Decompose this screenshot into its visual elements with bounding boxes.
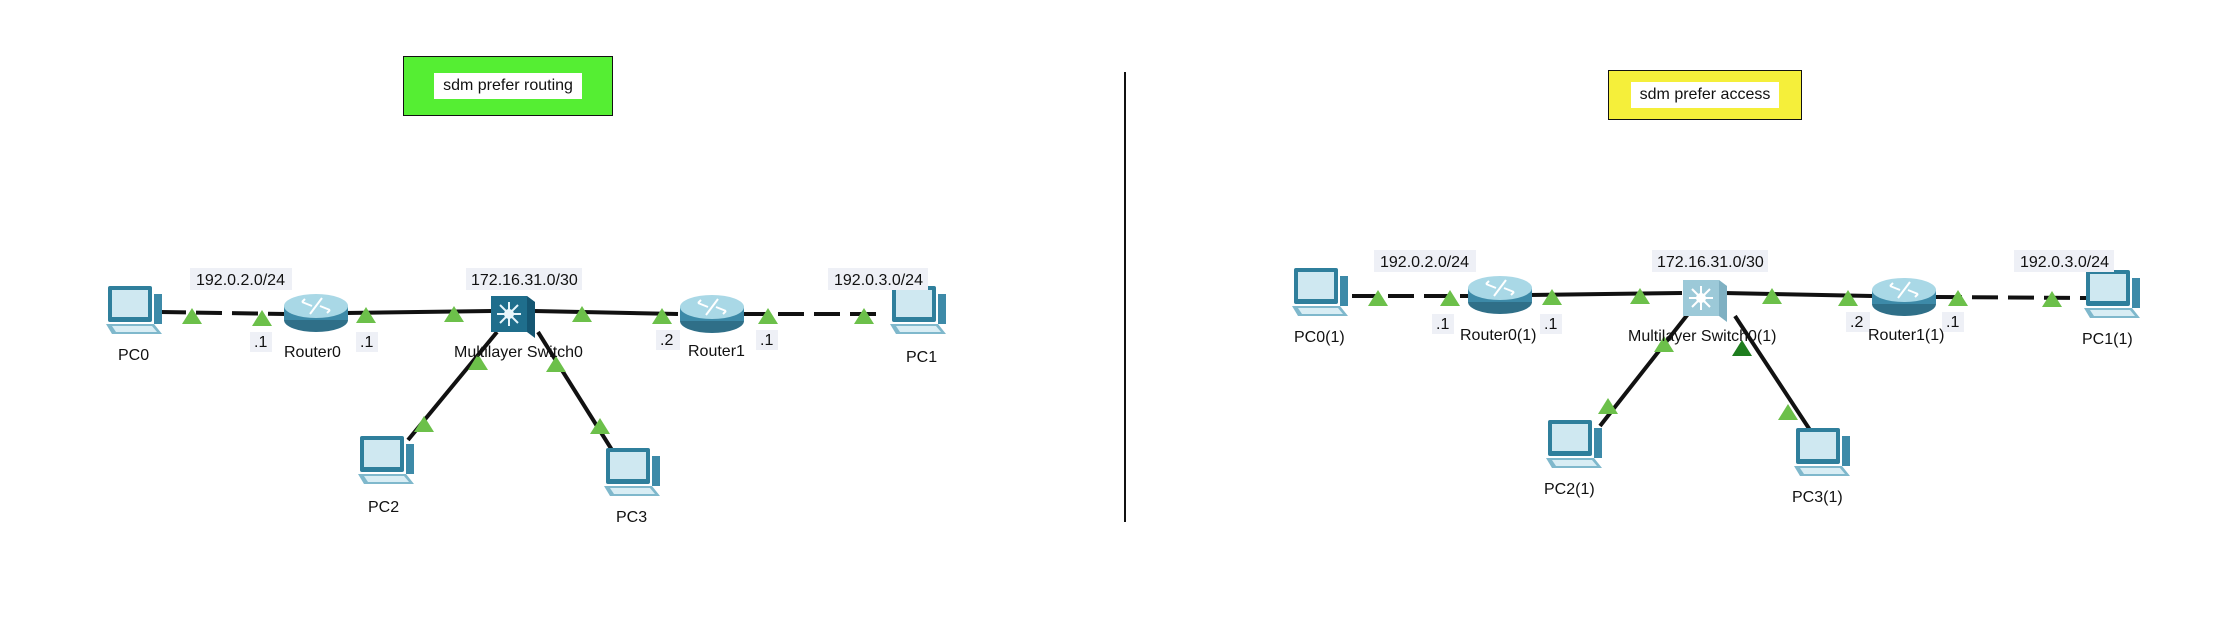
multilayer-switch-icon[interactable] <box>1682 279 1728 323</box>
pc-icon[interactable] <box>2084 270 2140 318</box>
interface-label: .1 <box>760 332 773 349</box>
link-up-indicator <box>444 306 464 322</box>
interface-label: .1 <box>254 334 267 351</box>
access-title-box: sdm prefer access <box>1608 70 1802 120</box>
router-icon[interactable] <box>283 293 349 333</box>
routing-title: sdm prefer routing <box>434 73 582 99</box>
interface-label: .1 <box>1946 314 1959 331</box>
link-up-indicator <box>854 308 874 324</box>
subnet-label: 192.0.2.0/24 <box>196 272 285 289</box>
routing-title-box: sdm prefer routing <box>403 56 613 116</box>
interface-label: .1 <box>1544 316 1557 333</box>
link-switch-pc2 <box>1598 312 1690 428</box>
device-label: PC3(1) <box>1792 489 1843 506</box>
pc-icon[interactable] <box>890 286 946 334</box>
router-icon[interactable] <box>679 294 745 334</box>
link-status-indicators <box>182 306 874 434</box>
link-pc0-router0 <box>159 310 287 316</box>
pc-icon[interactable] <box>358 436 414 484</box>
device-label: Multilayer Switch0(1) <box>1628 328 1776 345</box>
panel-divider <box>1124 72 1126 522</box>
device-label: Router0(1) <box>1460 327 1536 344</box>
pc-icon[interactable] <box>1794 428 1850 476</box>
link-up-indicator <box>1732 340 1752 356</box>
link-up-indicator <box>546 356 566 372</box>
device-label: Router1 <box>688 343 745 360</box>
pc-icon[interactable] <box>106 286 162 334</box>
device-label: Multilayer Switch0 <box>454 344 583 361</box>
interface-label: .2 <box>660 332 673 349</box>
device-label: PC2(1) <box>1544 481 1595 498</box>
device-label: PC3 <box>616 509 647 526</box>
device-label: Router0 <box>284 344 341 361</box>
device-label: Router1(1) <box>1868 327 1944 344</box>
multilayer-switch-icon[interactable] <box>490 295 536 339</box>
router-icon[interactable] <box>1871 277 1937 317</box>
device-label: PC1 <box>906 349 937 366</box>
interface-label: .2 <box>1850 314 1863 331</box>
routing-panel: 192.0.2.0/24 172.16.31.0/30 192.0.3.0/24… <box>106 268 946 526</box>
link-switch-pc3 <box>1733 314 1812 432</box>
link-up-indicator <box>572 306 592 322</box>
link-up-indicator <box>2042 291 2062 307</box>
link-up-indicator <box>758 308 778 324</box>
link-up-indicator <box>1598 398 1618 414</box>
link-up-indicator <box>252 310 272 326</box>
access-title: sdm prefer access <box>1630 82 1780 108</box>
link-up-indicator <box>1778 404 1798 420</box>
link-up-indicator <box>1542 289 1562 305</box>
link-up-indicator <box>182 308 202 324</box>
link-status-indicators <box>1368 288 2062 420</box>
subnet-label: 192.0.2.0/24 <box>1380 254 1469 271</box>
access-panel: 192.0.2.0/24 172.16.31.0/30 192.0.3.0/24… <box>1292 250 2140 506</box>
pc-icon[interactable] <box>1292 268 1348 316</box>
link-up-indicator <box>1762 288 1782 304</box>
device-label: PC0(1) <box>1294 329 1345 346</box>
link-up-indicator <box>468 354 488 370</box>
link-up-indicator <box>1368 290 1388 306</box>
device-label: PC0 <box>118 347 149 364</box>
subnet-label: 172.16.31.0/30 <box>471 272 578 289</box>
router-icon[interactable] <box>1467 275 1533 315</box>
link-up-indicator <box>1630 288 1650 304</box>
link-switch-router1 <box>533 309 679 316</box>
pc-icon[interactable] <box>1546 420 1602 468</box>
link-up-indicator <box>652 308 672 324</box>
link-up-indicator <box>1440 290 1460 306</box>
link-up-indicator <box>1654 336 1674 352</box>
link-up-indicator <box>1948 290 1968 306</box>
link-up-indicator <box>356 307 376 323</box>
interface-label: .1 <box>360 334 373 351</box>
interface-label: .1 <box>1436 316 1449 333</box>
device-label: PC1(1) <box>2082 331 2133 348</box>
link-router0-switch <box>345 309 493 315</box>
link-up-indicator <box>590 418 610 434</box>
pc-icon[interactable] <box>604 448 660 496</box>
subnet-label: 172.16.31.0/30 <box>1657 254 1764 271</box>
subnet-label: 192.0.3.0/24 <box>2020 254 2109 271</box>
subnet-label: 192.0.3.0/24 <box>834 272 923 289</box>
link-up-indicator <box>414 416 434 432</box>
device-label: PC2 <box>368 499 399 516</box>
link-up-indicator <box>1838 290 1858 306</box>
